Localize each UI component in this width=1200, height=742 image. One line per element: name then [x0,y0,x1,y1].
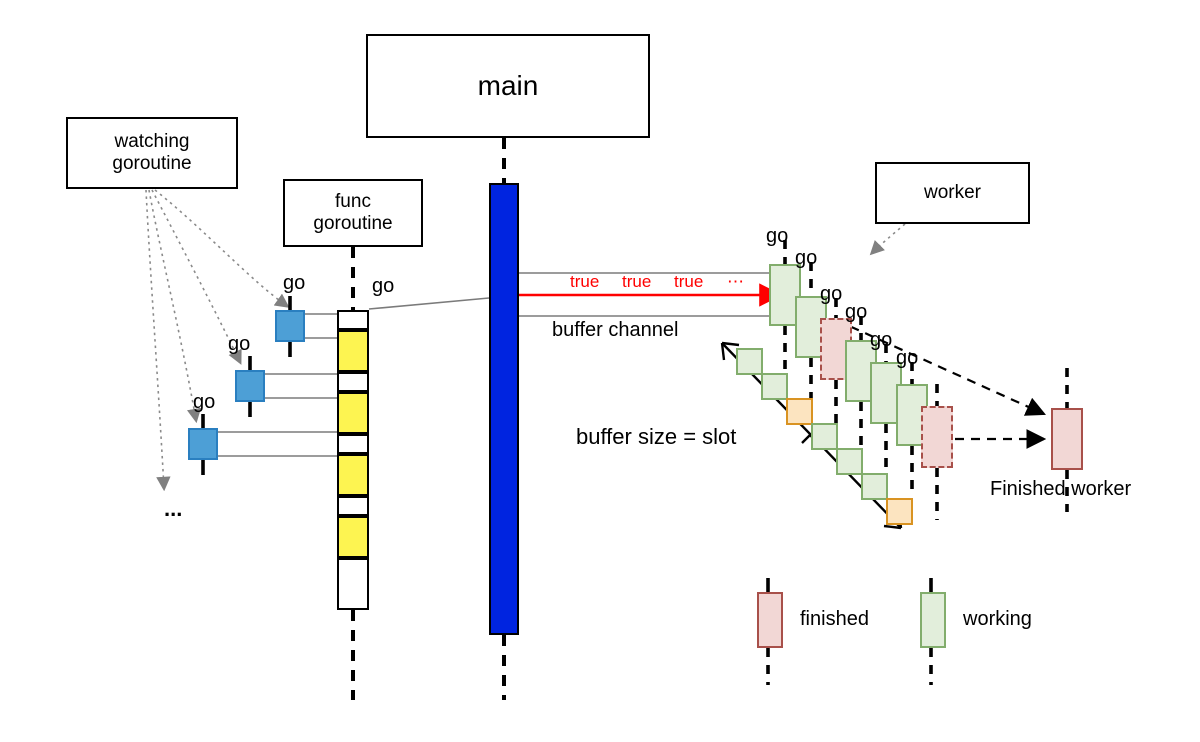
true-token: true [570,272,600,291]
watched-goroutine-square[interactable] [235,370,265,402]
true-token: true [674,272,704,291]
buffer-slot-square[interactable] [736,348,763,375]
func-segment [337,392,369,434]
legend-swatch-working [920,592,946,648]
buffer-slot-square[interactable] [786,398,813,425]
finished-worker-arrows [835,318,1047,449]
func-segment [337,434,369,454]
finished-worker-box[interactable] [1051,408,1083,470]
worker-pointer-arrow [869,223,906,256]
node-func-goroutine[interactable]: func goroutine [283,179,423,247]
main-activation-bar[interactable] [489,183,519,635]
go-label: go [766,225,789,247]
buffer-size-label: buffer size = slot [576,424,737,449]
watching-goroutine-arrows [145,189,290,492]
go-label: go [795,247,818,269]
node-worker[interactable]: worker [875,162,1030,224]
legend-label-finished: finished [800,608,869,630]
true-ellipsis: ⋯ [727,272,744,291]
go-label: go [283,272,306,294]
true-token: true [622,272,652,291]
ellipsis-label: ... [164,496,183,521]
func-to-main-connector [368,297,490,310]
go-label: go [896,347,919,369]
buffer-channel-rails [519,272,784,317]
finished-worker-label: Finished worker [990,478,1132,500]
legend-lifelines [766,578,933,685]
func-segment [337,558,369,610]
func-goroutine-bar[interactable] [337,310,369,610]
node-main[interactable]: main [366,34,650,138]
buffer-channel-label: buffer channel [552,319,679,341]
worker-lifelines [783,240,1069,520]
blue-square-lifelines [201,296,292,475]
func-segment [337,310,369,330]
node-watching-goroutine[interactable]: watching goroutine [66,117,238,189]
buffer-slot-square[interactable] [886,498,913,525]
watched-goroutine-square[interactable] [188,428,218,460]
func-segment [337,372,369,392]
worker-box-working[interactable] [769,264,801,326]
go-label: go [372,275,395,297]
func-segment [337,496,369,516]
go-label: go [820,283,843,305]
buffer-slot-square[interactable] [811,423,838,450]
legend-label-working: working [963,608,1032,630]
legend-swatch-finished [757,592,783,648]
buffer-slot-square[interactable] [761,373,788,400]
func-segment [337,330,369,372]
go-label: go [870,329,893,351]
buffer-slot-square[interactable] [836,448,863,475]
watched-goroutine-square[interactable] [275,310,305,342]
go-label: go [845,301,868,323]
go-label: go [228,333,251,355]
worker-box-finished[interactable] [921,406,953,468]
buffer-slot-square[interactable] [861,473,888,500]
func-segment [337,516,369,558]
func-segment [337,454,369,496]
go-label: go [193,391,216,413]
